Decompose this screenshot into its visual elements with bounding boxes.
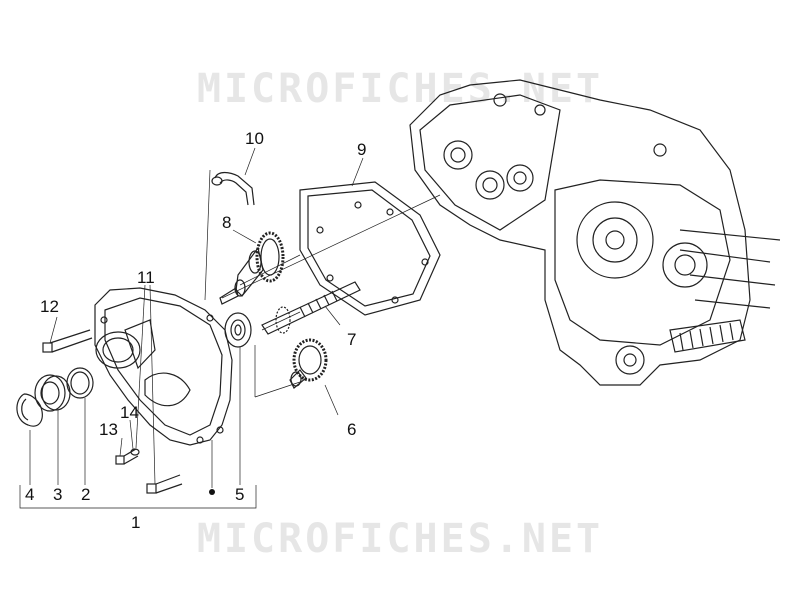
label-part-14: 14 [120, 403, 139, 422]
transmission-cover [94, 287, 233, 446]
bearing-part-5 [224, 312, 252, 348]
label-part-2: 2 [81, 485, 90, 504]
seal-part-3 [34, 374, 71, 412]
label-part-5: 5 [235, 485, 244, 504]
label-part-8: 8 [222, 213, 231, 232]
watermark-top: MICROFICHES.NET [196, 66, 604, 112]
bolt-part-11 [146, 474, 183, 494]
gear-part-6 [289, 338, 328, 389]
label-part-12: 12 [40, 297, 59, 316]
label-part-11: 11 [137, 268, 155, 287]
label-part-13: 13 [99, 420, 118, 439]
label-part-3: 3 [53, 485, 62, 504]
leader-lines [19, 147, 441, 509]
bolt-part-13 [115, 448, 139, 465]
pipe-part-10 [211, 171, 255, 206]
label-part-9: 9 [357, 140, 366, 159]
watermark-bottom: MICROFICHES.NET [196, 516, 604, 562]
gasket-part-9 [299, 181, 441, 316]
circlip-part-4 [16, 393, 43, 427]
dowel-pin-dot [209, 489, 215, 495]
label-part-4: 4 [25, 485, 34, 504]
ring-part-2 [66, 367, 94, 399]
part-labels: 1 2 3 4 5 6 7 8 9 10 11 12 13 14 [25, 129, 366, 532]
engine-crankcase [409, 79, 781, 386]
washer-part-14 [130, 448, 140, 456]
label-part-6: 6 [347, 420, 356, 439]
label-part-1: 1 [131, 513, 140, 532]
label-part-10: 10 [245, 129, 264, 148]
label-part-7: 7 [347, 330, 356, 349]
shaft-part-7 [261, 281, 361, 335]
bolt-part-12 [42, 329, 93, 353]
gear-part-8 [219, 231, 285, 305]
